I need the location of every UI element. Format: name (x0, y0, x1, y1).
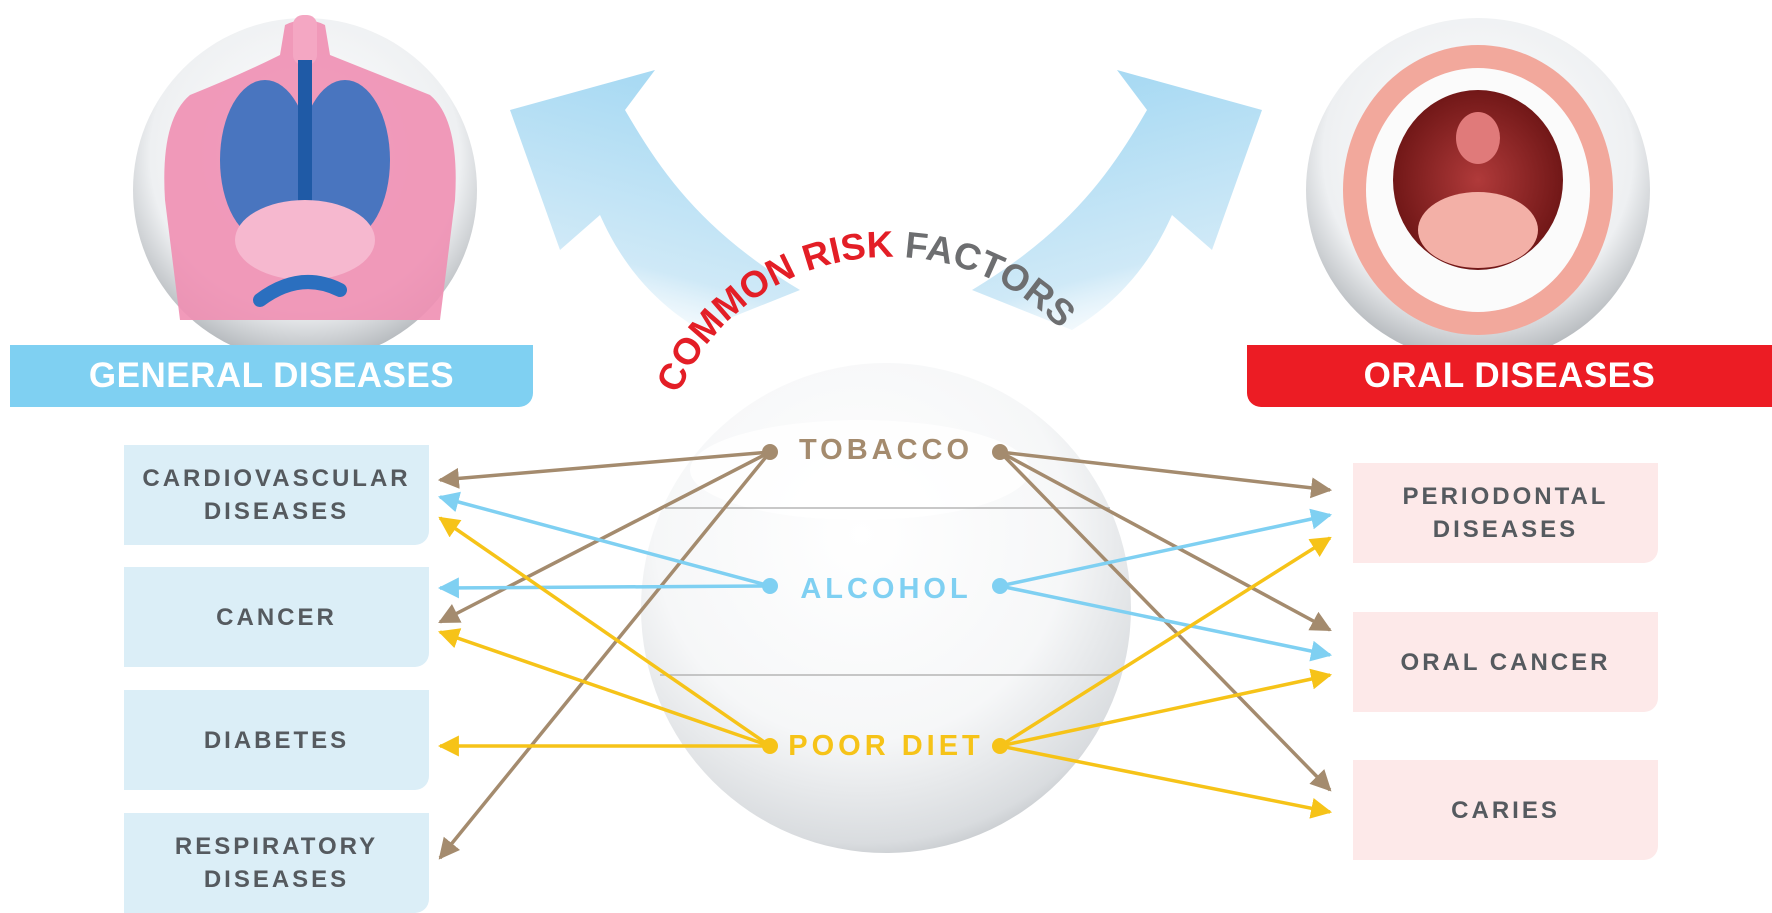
risk-factor-poor-diet: POOR DIET (788, 730, 984, 762)
general-disease-box: CANCER (124, 567, 429, 667)
connector-arrow (438, 450, 772, 860)
oral-disease-box: PERIODONTAL DISEASES (1353, 463, 1658, 563)
connector-dot (992, 738, 1008, 754)
connector-arrow (438, 450, 771, 624)
connector-arrow (437, 450, 771, 489)
connector-arrow (438, 516, 771, 748)
connector-dot (762, 578, 778, 594)
connector-arrow (999, 536, 1332, 748)
connector-arrow (999, 584, 1333, 662)
connector-arrow (437, 577, 771, 599)
risk-factor-alcohol: ALCOHOL (800, 573, 972, 605)
oral-disease-box: ORAL CANCER (1353, 612, 1658, 712)
oral-disease-box: CARIES (1353, 760, 1658, 860)
connector-arrow (999, 508, 1333, 588)
open-mouth-teeth-icon (1343, 45, 1613, 335)
general-disease-box: DIABETES (124, 690, 429, 790)
right-curved-arrow (972, 70, 1262, 330)
human-body-organs-icon (164, 15, 456, 320)
general-disease-box: RESPIRATORY DISEASES (124, 813, 429, 913)
connector-dot (762, 738, 778, 754)
connector-dot (992, 578, 1008, 594)
connector-dot (762, 444, 778, 460)
connector-arrow (437, 491, 771, 588)
general-diseases-banner: GENERAL DISEASES (10, 345, 533, 407)
left-curved-arrow (510, 70, 800, 330)
connector-dot (992, 444, 1008, 460)
connector-arrow (999, 450, 1333, 499)
connector-arrow (999, 450, 1332, 632)
risk-factor-tobacco: TOBACCO (798, 434, 974, 466)
connector-arrow (999, 668, 1333, 748)
connector-arrow (999, 744, 1333, 819)
connector-arrow (438, 628, 771, 748)
oral-diseases-banner: ORAL DISEASES (1247, 345, 1772, 407)
general-disease-box: CARDIOVASCULAR DISEASES (124, 445, 429, 545)
